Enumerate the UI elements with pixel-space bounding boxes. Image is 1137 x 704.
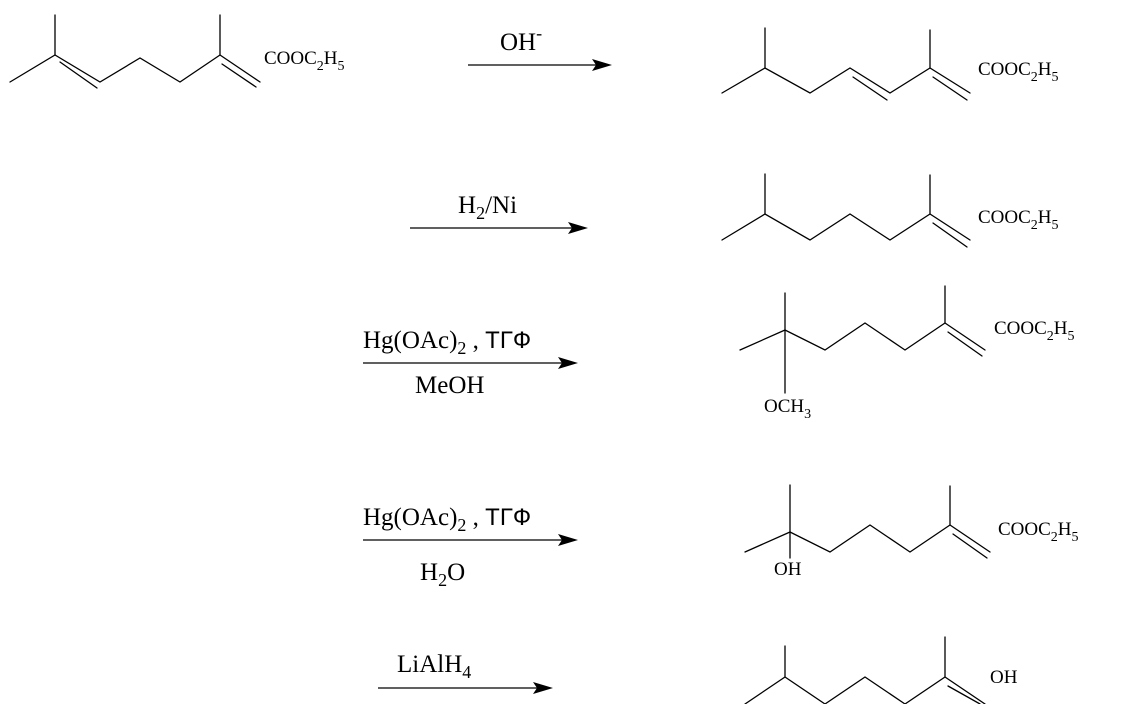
reaction-arrow-2: H2/Ni — [410, 192, 588, 234]
ester-label-4: COOC2H5 — [994, 318, 1075, 344]
ester-label-3: COOC2H5 — [978, 207, 1059, 233]
reagent-water: H2O — [420, 559, 465, 590]
reagent-hydroxide: OH- — [500, 23, 542, 56]
hydrogenated-ester-structure: COOC2H5 — [721, 173, 1059, 248]
hydroxyl-label-2: OH — [990, 667, 1018, 688]
reaction-arrow-1: OH- — [468, 23, 612, 71]
hydroxy-ester-structure: COOC2H5 OH — [744, 484, 1079, 580]
methoxy-ester-structure: COOC2H5 OCH3 — [739, 285, 1075, 422]
ester-label-1: COOC2H5 — [264, 48, 345, 74]
methoxy-label: OCH3 — [764, 396, 811, 422]
reagent-lithium-aluminium-hydride: LiAlH4 — [397, 651, 471, 682]
reagent-oxymercuration-1: Hg(OAc)2 , ТГФ — [363, 327, 531, 358]
reagent-hydrogenation: H2/Ni — [458, 192, 517, 223]
ester-label-2: COOC2H5 — [978, 59, 1059, 85]
diene-ester-structure: COOC2H5 — [721, 27, 1059, 101]
reaction-arrow-5: LiAlH4 — [378, 651, 553, 694]
ester-label-5: COOC2H5 — [998, 519, 1079, 545]
allylic-alcohol-structure: OH — [744, 636, 1018, 704]
reaction-arrow-3: Hg(OAc)2 , ТГФ MeOH — [363, 327, 578, 399]
reagent-methanol: MeOH — [415, 372, 484, 399]
hydroxyl-label-1: OH — [774, 559, 802, 580]
starting-ester-structure: COOC2H5 — [9, 14, 345, 89]
reaction-arrow-4: Hg(OAc)2 , ТГФ H2O — [363, 504, 578, 590]
reagent-oxymercuration-2: Hg(OAc)2 , ТГФ — [363, 504, 531, 535]
